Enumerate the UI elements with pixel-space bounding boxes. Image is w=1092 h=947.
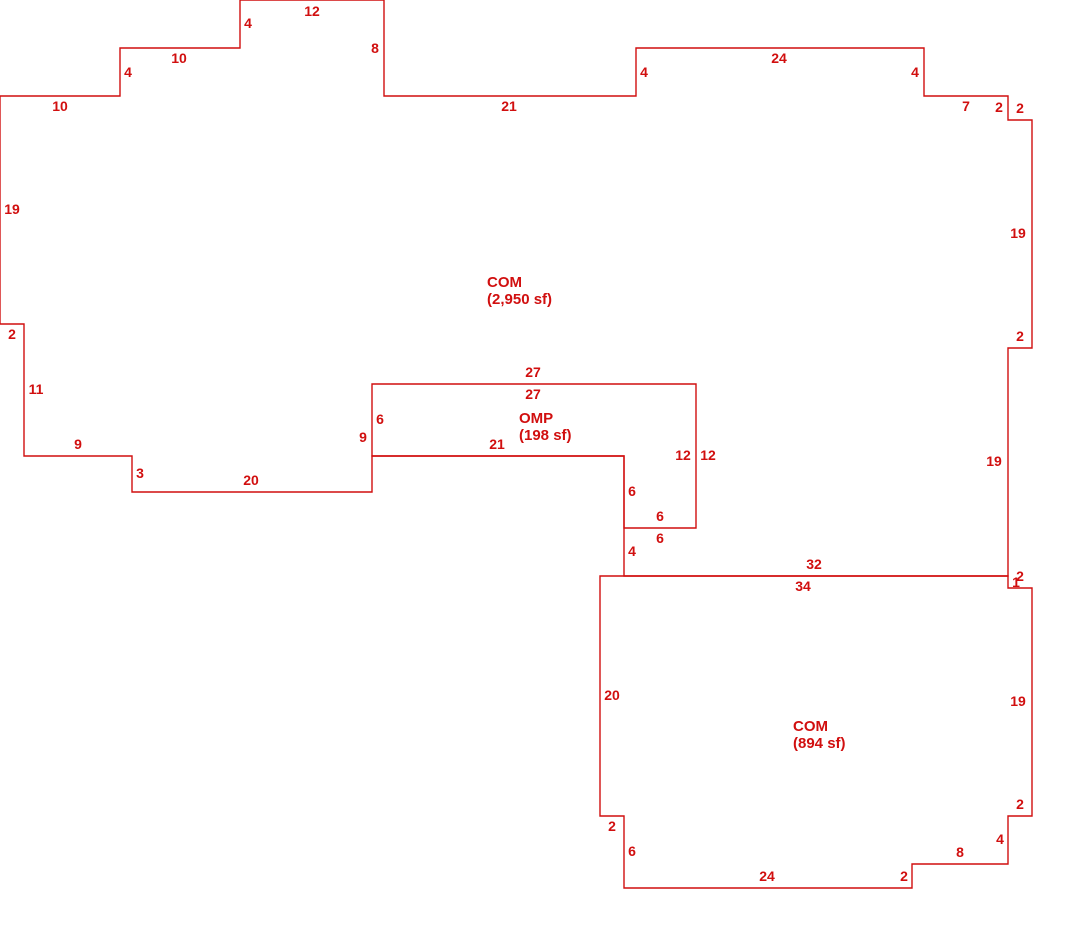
omp-outline xyxy=(371,383,697,529)
dimension-label: 11 xyxy=(29,381,44,397)
dimension-label: 10 xyxy=(52,98,68,114)
dimension-label: 27 xyxy=(525,386,541,402)
dimension-label: 2 xyxy=(608,818,616,834)
dimension-label: 7 xyxy=(962,98,970,114)
dimension-label: 10 xyxy=(171,50,187,66)
dimension-label: 19 xyxy=(1010,225,1026,241)
com-lower-outline xyxy=(599,575,1033,889)
area-name-com-lower: COM xyxy=(793,718,828,735)
dimension-label: 19 xyxy=(986,453,1002,469)
dimension-label: 4 xyxy=(911,64,919,80)
dimension-label: 2 xyxy=(995,99,1003,115)
dimension-label: 19 xyxy=(4,201,20,217)
dimension-label: 2 xyxy=(1016,328,1024,344)
dimension-label: 21 xyxy=(501,98,517,114)
dimension-label: 4 xyxy=(996,831,1004,847)
dimension-label: 21 xyxy=(489,436,505,452)
dimension-label: 2 xyxy=(1016,796,1024,812)
area-size-com-main: (2,950 sf) xyxy=(487,291,552,308)
dimension-label: 6 xyxy=(628,843,636,859)
dimension-label: 9 xyxy=(359,429,367,445)
area-name-omp: OMP xyxy=(519,410,553,427)
dimension-label: 6 xyxy=(656,530,664,546)
dimension-label: 2 xyxy=(900,868,908,884)
dimension-label: 6 xyxy=(376,411,384,427)
com-main-outline xyxy=(0,0,1033,577)
area-name-com-main: COM xyxy=(487,274,522,291)
dimension-label: 4 xyxy=(244,15,252,31)
dimension-label: 3 xyxy=(136,465,144,481)
dimension-label: 20 xyxy=(604,687,620,703)
dimension-label: 4 xyxy=(628,543,636,559)
dimension-label: 2 xyxy=(1016,100,1024,116)
dimension-label: 2 xyxy=(1016,568,1024,584)
dimension-label: 34 xyxy=(795,578,811,594)
dimension-label: 8 xyxy=(956,844,964,860)
dimension-label: 20 xyxy=(243,472,259,488)
dimension-label: 8 xyxy=(371,40,379,56)
area-size-com-lower: (894 sf) xyxy=(793,735,846,752)
dimension-label: 4 xyxy=(640,64,648,80)
dimension-label: 19 xyxy=(1010,693,1026,709)
dimension-label: 12 xyxy=(675,447,691,463)
dimension-label: 24 xyxy=(771,50,787,66)
dimension-label: 27 xyxy=(525,364,541,380)
dimension-label: 12 xyxy=(700,447,716,463)
dimension-label: 6 xyxy=(656,508,664,524)
dimension-label: 24 xyxy=(759,868,775,884)
dimension-label: 32 xyxy=(806,556,822,572)
dimension-label: 1 xyxy=(1012,574,1020,590)
area-size-omp: (198 sf) xyxy=(519,427,572,444)
dimension-label: 2 xyxy=(8,326,16,342)
dimension-label: 4 xyxy=(124,64,132,80)
dimension-label: 9 xyxy=(74,436,82,452)
dimension-label: 12 xyxy=(304,3,320,19)
dimension-label: 6 xyxy=(628,483,636,499)
